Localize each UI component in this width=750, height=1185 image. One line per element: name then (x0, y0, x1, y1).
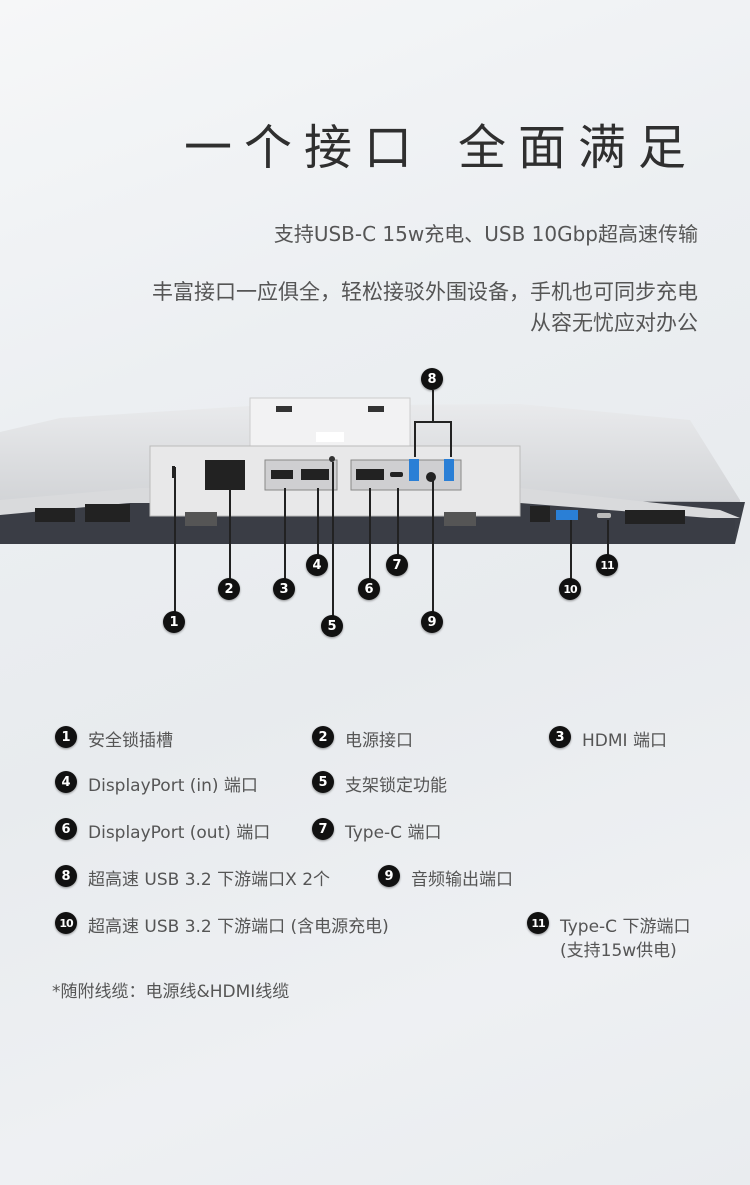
legend-num: 9 (378, 865, 400, 887)
legend-num: 11 (527, 912, 549, 934)
callout-bracket-8 (414, 421, 451, 423)
callout-5: 5 (321, 615, 343, 637)
legend-label-line2: (支持15w供电) (560, 941, 677, 961)
callout-8: 8 (421, 368, 443, 390)
title-part2: 全面满足 (457, 120, 698, 176)
callout-line-6 (369, 488, 371, 580)
subtitle: 支持USB-C 15w充电、USB 10Gbp超高速传输 (273, 222, 698, 246)
legend-label: 电源接口 (345, 731, 413, 751)
callout-bracket-8-right (450, 421, 452, 457)
callout-line-7 (397, 488, 399, 556)
power-port (205, 460, 245, 490)
dp-in-port (301, 469, 329, 480)
legend-num: 3 (549, 726, 571, 748)
legend-num: 10 (55, 912, 77, 934)
callout-line-10 (570, 520, 572, 580)
description: 丰富接口一应俱全，轻松接驳外围设备，手机也可同步充电从容无忧应对办公 (152, 277, 698, 339)
legend-label: Type-C 下游端口 (560, 917, 691, 937)
callout-line-2 (229, 490, 231, 580)
legend-label: 超高速 USB 3.2 下游端口 (含电源充电) (88, 917, 389, 937)
legend-num: 1 (55, 726, 77, 748)
callout-3: 3 (273, 578, 295, 600)
legend-num: 4 (55, 771, 77, 793)
legend-num: 6 (55, 818, 77, 840)
callout-bracket-8-left (414, 421, 416, 457)
callout-line-8 (432, 390, 434, 422)
usb-port-1 (409, 459, 419, 481)
monitor-rear-image (0, 397, 745, 544)
usb-side-port (556, 510, 578, 520)
callout-4: 4 (306, 554, 328, 576)
legend-label: HDMI 端口 (582, 731, 667, 751)
legend-num: 2 (312, 726, 334, 748)
callout-10: 10 (559, 578, 581, 600)
callout-9: 9 (421, 611, 443, 633)
legend-label: Type-C 端口 (345, 823, 442, 843)
callout-6: 6 (358, 578, 380, 600)
legend-label: 音频输出端口 (411, 870, 513, 890)
legend-label: DisplayPort (out) 端口 (88, 823, 271, 843)
footnote: *随附线缆：电源线&HDMI线缆 (52, 982, 290, 1002)
type-c-side-port (597, 513, 611, 518)
audio-port (426, 472, 436, 482)
legend-label: 支架锁定功能 (345, 776, 447, 796)
callout-line-11 (607, 520, 609, 556)
title-part1: 一个接口 (183, 120, 424, 176)
description-line2: 从容无忧应对办公 (530, 311, 698, 335)
legend-label: DisplayPort (in) 端口 (88, 776, 258, 796)
legend-num: 5 (312, 771, 334, 793)
callout-line-3 (284, 488, 286, 580)
page-title: 一个接口全面满足 (184, 108, 698, 178)
legend-num: 7 (312, 818, 334, 840)
callout-line-1 (174, 467, 176, 612)
legend-label: 超高速 USB 3.2 下游端口X 2个 (88, 870, 331, 890)
callout-1: 1 (163, 611, 185, 633)
callout-7: 7 (386, 554, 408, 576)
description-line1: 丰富接口一应俱全，轻松接驳外围设备，手机也可同步充电 (152, 280, 698, 304)
legend-num: 8 (55, 865, 77, 887)
callout-line-9 (432, 480, 434, 612)
dp-out-port (356, 469, 384, 480)
stand-mount (249, 397, 411, 451)
callout-2: 2 (218, 578, 240, 600)
hdmi-port (271, 470, 293, 479)
callout-11: 11 (596, 554, 618, 576)
callout-line-5 (332, 462, 334, 617)
callout-line-4 (317, 488, 319, 556)
legend-label: 安全锁插槽 (88, 731, 173, 751)
usb-port-2 (444, 459, 454, 481)
security-lock-slot (172, 466, 175, 478)
type-c-port (390, 472, 403, 477)
